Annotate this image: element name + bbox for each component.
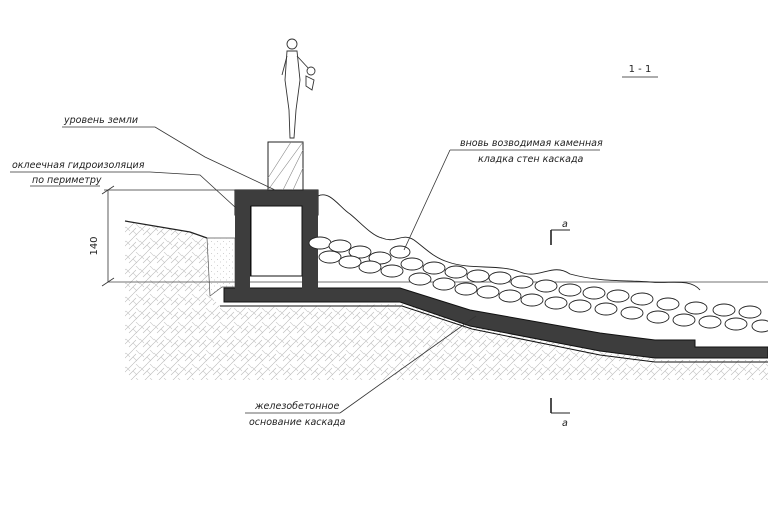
section-mark-bottom: а [550,398,570,429]
section-title: 1 - 1 [629,64,652,75]
soil-under-slope [125,304,768,380]
sand-backfill [206,237,236,297]
label-masonry-2: кладка стен каскада [478,154,584,165]
wall-cavity [250,205,303,277]
label-masonry-1: вновь возводимая каменная [460,138,603,149]
waterproofing-under-slab [220,305,768,363]
stone-masonry [308,194,768,333]
human-figure [281,38,316,139]
soil-bottom [125,330,768,380]
label-waterproofing-1: оклеечная гидроизоляция [12,160,145,171]
concrete-foundation-slab [223,287,768,359]
label-foundation-1: железобетонное [254,401,339,412]
dimension-value: 140 [89,236,100,255]
section-mark-top: а [550,219,570,245]
svg-text:а: а [562,219,568,230]
soil-left [125,221,222,308]
ground-surface-line [124,220,208,239]
label-ground-level: уровень земли [63,115,138,126]
label-foundation-2: основание каскада [249,417,346,428]
svg-text:а: а [562,418,568,429]
label-waterproofing-2: по периметру [32,175,102,186]
